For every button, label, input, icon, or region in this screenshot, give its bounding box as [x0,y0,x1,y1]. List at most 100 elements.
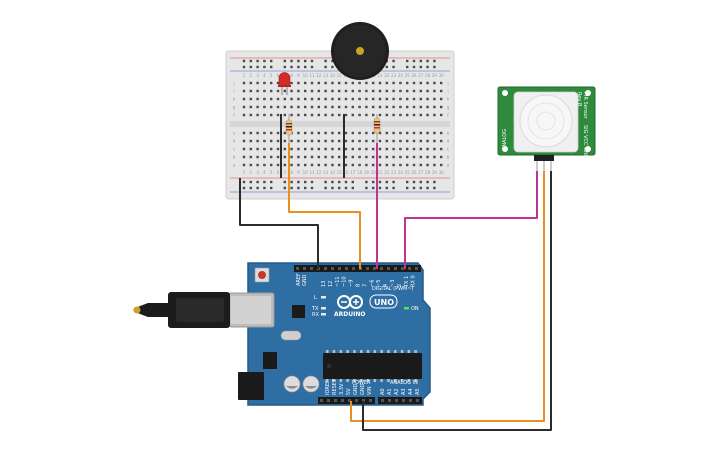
breadboard-rail-hole [310,186,314,190]
breadboard-hole [331,97,334,101]
breadboard-hole [351,89,354,93]
breadboard-row-label: b [447,155,450,160]
breadboard-hole [378,139,382,143]
breadboard-hole [385,89,388,93]
breadboard-column-label: 27 [418,73,424,78]
breadboard-rail-hole [338,186,341,190]
breadboard-hole [433,113,436,117]
breadboard-hole [249,131,252,135]
power-label: POWER [352,380,371,386]
breadboard-hole [344,89,348,93]
breadboard-column-label: 15 [337,73,343,78]
breadboard-column-label: 14 [330,170,336,175]
usb-cable [133,292,230,328]
breadboard-rail-hole [351,180,354,184]
power-pin-label: VIN [367,386,373,395]
breadboard-hole [256,163,259,167]
breadboard-rail-hole [283,180,286,184]
breadboard-rail-hole [344,180,348,184]
breadboard-hole [317,139,320,143]
analog-header-pins [381,399,419,402]
breadboard-rail-hole [297,65,300,69]
breadboard-hole [270,81,273,85]
breadboard-hole [365,113,368,117]
breadboard-hole [440,81,443,85]
breadboard-holes [242,59,443,190]
breadboard-hole [351,139,354,143]
breadboard-rail-hole [365,180,368,184]
breadboard-hole [412,89,416,93]
breadboard-hole [290,89,293,93]
breadboard-hole [412,105,416,109]
breadboard-hole [338,139,341,143]
breadboard: 1122334455667788991010111112121313141415… [225,50,455,200]
breadboard-hole [399,89,402,93]
breadboard-hole [433,139,436,143]
header-pin [310,267,313,270]
power-pin-label: IOREF [325,380,331,395]
digital-pin-label: ~5 [376,280,382,287]
breadboard-column-label: 28 [425,170,431,175]
breadboard-hole [270,139,273,143]
breadboard-hole [276,113,280,117]
breadboard-hole [317,81,320,85]
digital-pin-label: 2 [397,284,403,287]
digital-pin-label: ~3 [390,280,396,287]
breadboard-hole [283,139,286,143]
power-pin-label: RESET [332,378,338,395]
breadboard-hole [256,81,259,85]
header-pin [296,267,299,270]
breadboard-rail-hole [385,65,388,69]
chip-legs [326,350,417,382]
breadboard-hole [324,97,327,101]
breadboard-rail-hole [297,180,300,184]
breadboard-hole [324,147,327,151]
breadboard-row-label: d [233,139,236,144]
breadboard-column-label: 3 [256,170,259,175]
breadboard-hole [358,163,361,167]
breadboard-rail-hole [338,180,341,184]
breadboard-hole [399,163,402,167]
breadboard-rail-hole [412,180,416,184]
breadboard-hole [365,163,368,167]
breadboard-rail-hole [304,180,307,184]
power-pin-label: GND [353,383,359,395]
analog-pin-label: A4 [408,388,414,395]
breadboard-column-label: 6 [277,170,280,175]
breadboard-column-label: 5 [270,73,273,78]
breadboard-hole [378,105,382,109]
breadboard-hole [297,155,300,159]
breadboard-column-label: 11 [309,170,315,175]
breadboard-hole [419,131,422,135]
breadboard-hole [242,147,246,151]
breadboard-rail-hole [270,186,273,190]
breadboard-hole [351,113,354,117]
breadboard-rail-hole [385,186,388,190]
breadboard-hole [317,89,320,93]
breadboard-hole [385,113,388,117]
breadboard-hole [283,155,286,159]
breadboard-column-label: 5 [270,170,273,175]
breadboard-hole [378,131,382,135]
breadboard-hole [372,113,375,117]
breadboard-rail-hole [249,59,252,63]
breadboard-row-label: j [232,81,234,86]
pir-label-left: ANALOG [502,129,508,150]
analog-pin-label: A5 [415,388,421,395]
breadboard-hole [338,113,341,117]
breadboard-hole [385,97,388,101]
breadboard-hole [290,155,293,159]
breadboard-hole [433,81,436,85]
header-pin [381,399,384,402]
breadboard-rail-hole [412,186,416,190]
breadboard-hole [297,147,300,151]
breadboard-rail-hole [304,186,307,190]
breadboard-hole [426,81,429,85]
header-pin [324,267,327,270]
header-pin [345,267,348,270]
breadboard-rail-hole [406,59,409,63]
breadboard-hole [440,131,443,135]
breadboard-hole [344,147,348,151]
breadboard-hole [358,97,361,101]
header-pin [369,399,372,402]
